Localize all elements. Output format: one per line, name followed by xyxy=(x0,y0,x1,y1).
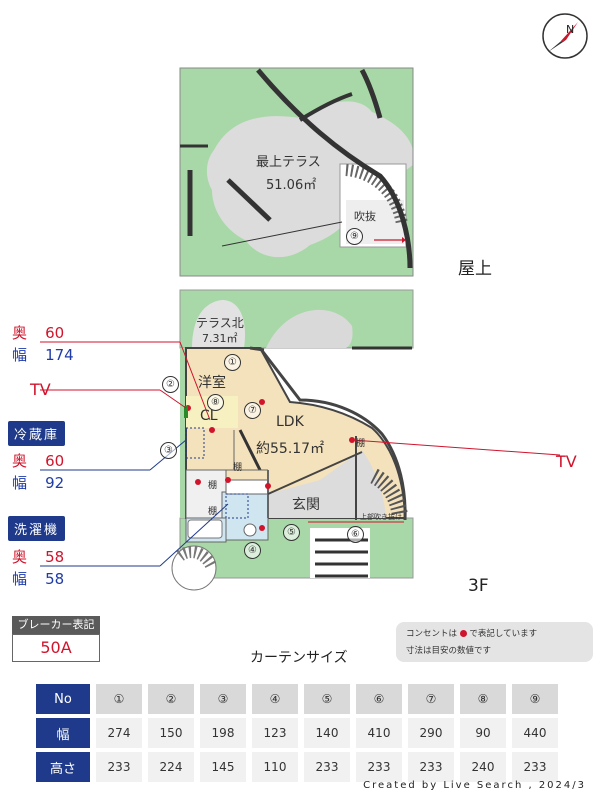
table-cell: 233 xyxy=(356,752,402,782)
table-cell: 224 xyxy=(148,752,194,782)
credit-line: Created by Live Search , 2024/3 xyxy=(363,780,586,791)
fridge-depth-label: 奥 xyxy=(12,452,28,470)
header-no-label: No xyxy=(36,684,90,714)
washer-width-label: 幅 xyxy=(12,570,28,588)
table-cell: 140 xyxy=(304,718,350,748)
rooftop-floor-label: 屋上 xyxy=(458,259,492,279)
washer-width-value: 58 xyxy=(45,570,65,588)
note-line-1: コンセントは で表記しています xyxy=(406,626,583,643)
terrace-north-area: 7.31㎡ xyxy=(202,332,238,345)
washer-tag: 洗濯機 xyxy=(8,516,66,541)
washer-depth-value: 58 xyxy=(45,548,65,566)
note-line-2: 寸法は目安の数値です xyxy=(406,646,492,656)
marker-8: ⑧ xyxy=(207,394,224,411)
tv-left-label: TV xyxy=(30,380,51,399)
shelf-label-2: 棚 xyxy=(208,481,218,491)
compass-icon: N xyxy=(542,13,588,59)
fridge-width-label: 幅 xyxy=(12,474,28,492)
table-cell: 233 xyxy=(408,752,454,782)
table-row-header: No ① ② ③ ④ ⑤ ⑥ ⑦ ⑧ ⑨ xyxy=(36,684,558,714)
marker-2: ② xyxy=(162,376,179,393)
table-cell: 233 xyxy=(304,752,350,782)
washer-width-row: 幅 58 xyxy=(12,568,64,589)
table-cell: ① xyxy=(96,684,142,714)
table-cell: 123 xyxy=(252,718,298,748)
fridge-tag: 冷蔵庫 xyxy=(8,421,66,446)
third-floor-label: 3F xyxy=(468,576,489,596)
tv-right-label: TV xyxy=(556,452,577,471)
fridge-depth-row: 奥 60 xyxy=(12,450,64,471)
breaker-title: ブレーカー表記 xyxy=(12,616,100,634)
table-cell: 145 xyxy=(200,752,246,782)
shelf-label-3: 棚 xyxy=(208,507,218,517)
space-depth-value: 60 xyxy=(45,324,65,342)
note-line-1-a: コンセントは xyxy=(406,629,458,639)
table-cell: 150 xyxy=(148,718,194,748)
marker-1: ① xyxy=(224,354,241,371)
table-cell: ⑦ xyxy=(408,684,454,714)
shelf-label-4: 棚 xyxy=(356,439,366,449)
third-floor-plan xyxy=(40,289,561,591)
table-cell: ⑥ xyxy=(356,684,402,714)
space-width-label: 幅 xyxy=(12,346,28,364)
table-cell: ④ xyxy=(252,684,298,714)
table-cell: ⑨ xyxy=(512,684,558,714)
space-width-row: 幅 174 xyxy=(12,344,74,365)
rooftop-terrace-area: 51.06㎡ xyxy=(266,178,317,193)
shelf-label-1: 棚 xyxy=(233,463,243,473)
table-cell: 233 xyxy=(512,752,558,782)
ldk-area: 約55.17㎡ xyxy=(256,441,325,457)
note-line-1-b: で表記しています xyxy=(469,629,538,639)
table-cell: 440 xyxy=(512,718,558,748)
outlet-dot-icon xyxy=(459,630,467,637)
washer-depth-row: 奥 58 xyxy=(12,546,64,567)
fridge-width-value: 92 xyxy=(45,474,65,492)
void-label: 吹抜 xyxy=(354,210,376,223)
table-cell: ⑤ xyxy=(304,684,350,714)
table-cell: 290 xyxy=(408,718,454,748)
table-cell: ⑧ xyxy=(460,684,506,714)
marker-6: ⑥ xyxy=(347,526,364,543)
washer-depth-label: 奥 xyxy=(12,548,28,566)
outlet-note: コンセントは で表記しています 寸法は目安の数値です xyxy=(396,622,593,662)
upper-void-label: 上部吹き抜け xyxy=(360,513,402,521)
width-row-label: 幅 xyxy=(36,718,90,748)
entrance-label: 玄関 xyxy=(292,497,320,513)
table-cell: 410 xyxy=(356,718,402,748)
space-width-value: 174 xyxy=(45,346,74,364)
marker-5: ⑤ xyxy=(283,524,300,541)
curtain-size-table: No ① ② ③ ④ ⑤ ⑥ ⑦ ⑧ ⑨ 幅 274 150 198 123 1… xyxy=(30,680,564,786)
closet-label: CL xyxy=(200,408,218,424)
fridge-width-row: 幅 92 xyxy=(12,472,64,493)
space-depth-row: 奥 60 xyxy=(12,322,64,343)
table-cell: 233 xyxy=(96,752,142,782)
table-row-height: 高さ 233 224 145 110 233 233 233 240 233 xyxy=(36,752,558,782)
marker-4: ④ xyxy=(244,542,261,559)
ldk-label: LDK xyxy=(276,414,304,430)
table-cell: 274 xyxy=(96,718,142,748)
western-room-label: 洋室 xyxy=(198,375,226,391)
rooftop-plan xyxy=(179,67,414,277)
marker-7: ⑦ xyxy=(244,402,261,419)
curtain-title: カーテンサイズ xyxy=(250,650,348,666)
space-depth-label: 奥 xyxy=(12,324,28,342)
table-cell: 110 xyxy=(252,752,298,782)
marker-3: ③ xyxy=(160,442,177,459)
table-cell: 198 xyxy=(200,718,246,748)
table-cell: 90 xyxy=(460,718,506,748)
marker-9: ⑨ xyxy=(346,228,363,245)
fridge-depth-value: 60 xyxy=(45,452,65,470)
terrace-north-label: テラス北 xyxy=(196,316,244,330)
svg-text:N: N xyxy=(566,23,574,36)
breaker-value: 50A xyxy=(12,634,100,662)
table-row-width: 幅 274 150 198 123 140 410 290 90 440 xyxy=(36,718,558,748)
table-cell: ② xyxy=(148,684,194,714)
height-row-label: 高さ xyxy=(36,752,90,782)
table-cell: 240 xyxy=(460,752,506,782)
rooftop-terrace-label: 最上テラス xyxy=(256,155,321,170)
table-cell: ③ xyxy=(200,684,246,714)
